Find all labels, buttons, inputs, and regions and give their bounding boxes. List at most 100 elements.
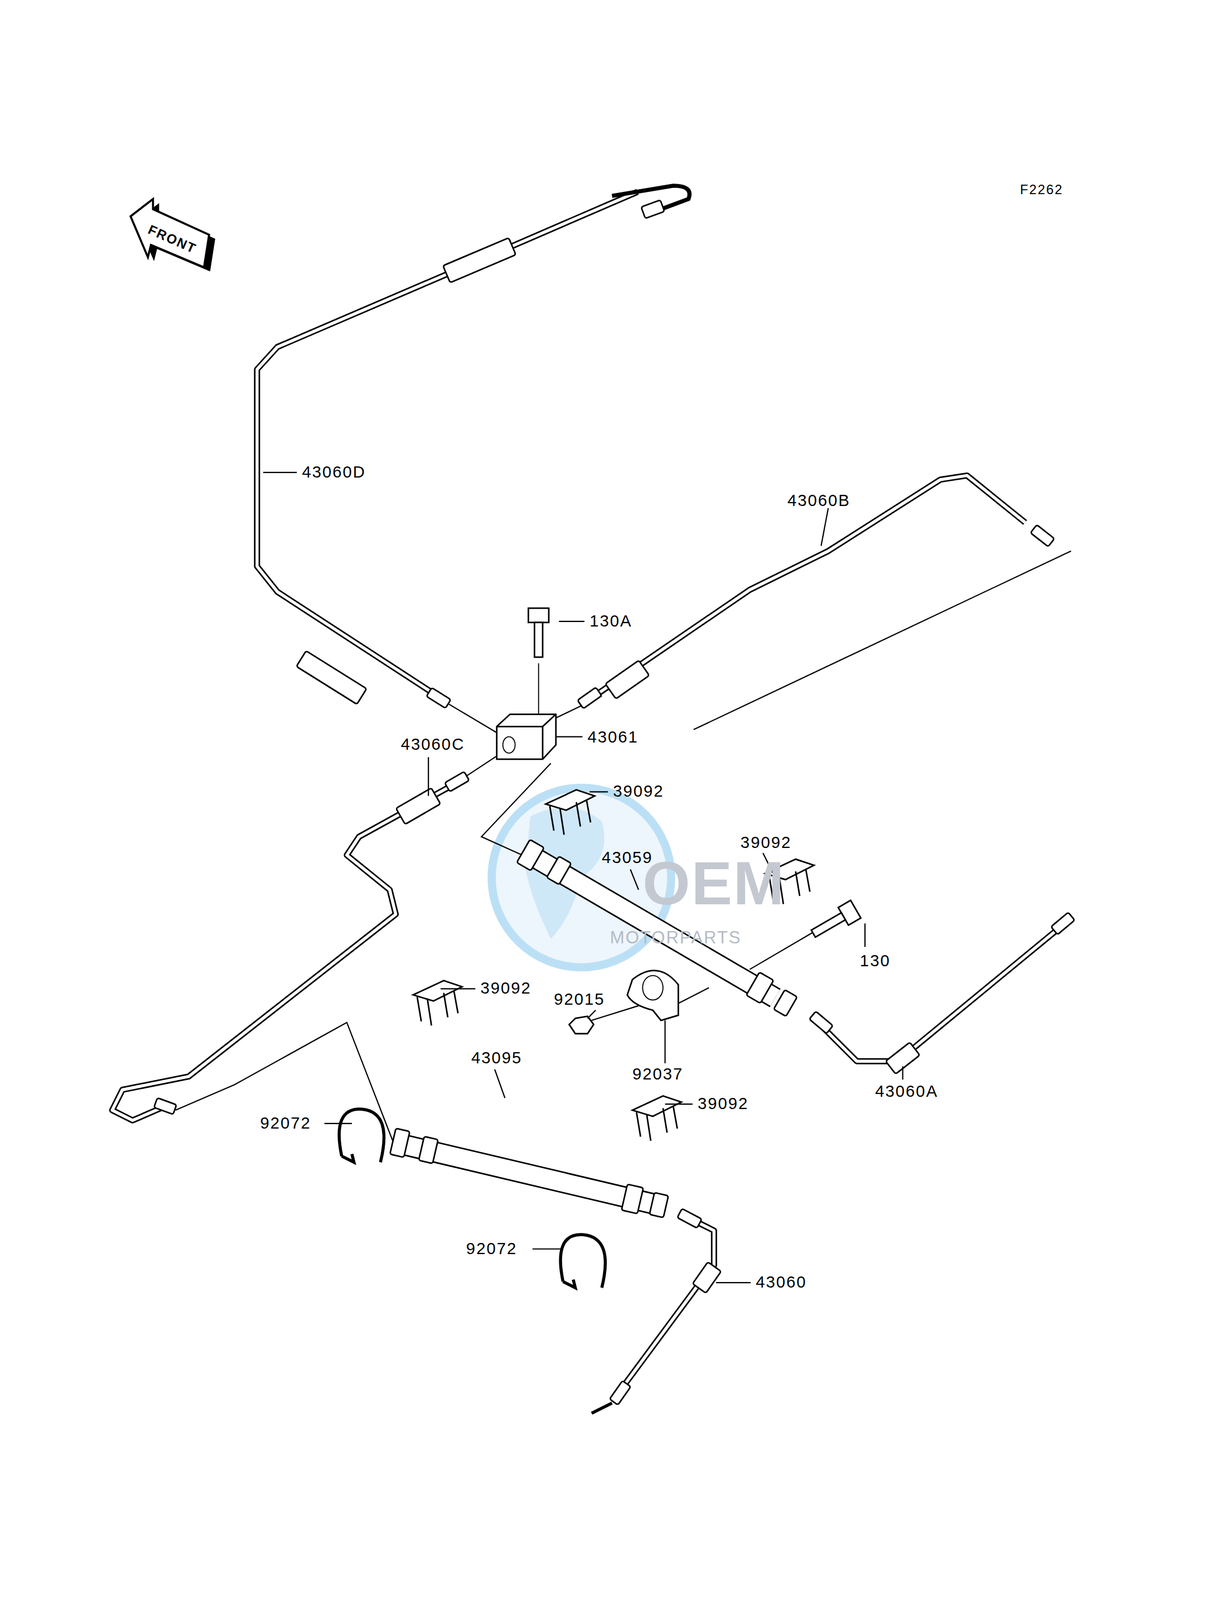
leader-line <box>716 1281 751 1283</box>
callout-number: 43060C <box>400 736 465 753</box>
front-arrow <box>130 199 210 268</box>
callout-number: 43060B <box>787 492 851 509</box>
watermark: OEM <box>642 852 786 915</box>
leader-line <box>324 1122 352 1124</box>
leader-line <box>902 1065 904 1080</box>
brake-pipe-fill <box>591 475 1026 698</box>
callout-number: 43061 <box>587 729 639 746</box>
callout-number: 39092 <box>697 1095 749 1112</box>
bolt <box>808 900 861 943</box>
brake-pipe-outline <box>622 1215 715 1387</box>
leader-line <box>427 756 429 796</box>
leader-line <box>587 1009 597 1019</box>
pipe-fitting <box>809 1011 834 1034</box>
callout-number: 43060 <box>755 1273 807 1290</box>
assembly-line <box>481 762 551 855</box>
brake-pipe <box>591 475 1026 698</box>
leader-line <box>440 987 476 989</box>
callout-number: 92072 <box>259 1114 311 1131</box>
figure-number: F2262 <box>1020 182 1063 197</box>
brake-pipe-outline <box>257 191 638 703</box>
retaining-clip <box>413 980 463 1026</box>
callout-number: 130 <box>859 952 891 969</box>
pipe-fitting <box>609 1380 631 1405</box>
brake-pipe-outline <box>591 475 1026 698</box>
hose-clamp <box>627 970 679 1021</box>
leader-line <box>263 471 297 473</box>
pipe-fitting <box>677 1207 702 1228</box>
brake-pipe-outline <box>112 781 459 1120</box>
assembly-line <box>693 550 1072 730</box>
hose-fitting <box>649 1192 669 1218</box>
callout-number: 92072 <box>466 1240 517 1257</box>
brake-pipe <box>257 191 638 703</box>
clip-body <box>632 1095 682 1140</box>
callout-number: 43060D <box>301 463 366 481</box>
leader-line <box>664 1020 666 1063</box>
direction-label: FRONT <box>146 222 199 256</box>
bolt <box>528 607 549 657</box>
clamp-hole <box>642 975 664 1000</box>
brake-pipe <box>815 917 1071 1061</box>
assembly-line <box>175 1022 394 1141</box>
clip-body <box>413 980 463 1026</box>
pipe-fitting <box>426 687 452 709</box>
pipe-sleeve <box>442 237 516 283</box>
hose-fitting <box>773 989 797 1017</box>
pipe-sleeve <box>395 787 441 824</box>
watermark: MOTORPARTS <box>610 928 742 946</box>
hose-fitting <box>746 972 774 1004</box>
pipe-sleeve <box>605 660 650 699</box>
hose-fitting <box>621 1183 644 1214</box>
globe-land <box>525 806 605 939</box>
assembly-line <box>448 703 497 733</box>
hose-fitting <box>516 839 545 871</box>
hose-clamp <box>339 1108 384 1162</box>
axis-line <box>538 663 540 714</box>
brake-pipe <box>622 1215 715 1387</box>
callout-number: 39092 <box>612 783 664 800</box>
callout-number: 92015 <box>553 991 605 1008</box>
pipe-sleeve <box>296 650 367 705</box>
junction-block <box>496 713 557 759</box>
pipe-fitting <box>1051 911 1076 935</box>
brake-pipe-fill <box>257 191 638 703</box>
clip-body <box>545 789 596 835</box>
leader-line <box>532 1248 562 1250</box>
hose-clamp <box>560 1234 606 1288</box>
bolt-head <box>528 607 549 623</box>
leader-line <box>665 1103 693 1105</box>
leader-line <box>820 508 829 546</box>
callout-number: 39092 <box>480 980 531 997</box>
pipe-fitting <box>444 771 470 792</box>
bolt-shank <box>534 622 543 657</box>
pipe-end <box>591 1402 613 1413</box>
nut <box>569 1016 594 1034</box>
callout-number: 130A <box>589 612 632 630</box>
bolt-shank <box>811 912 846 937</box>
callout-number: 43095 <box>471 1049 522 1066</box>
retaining-clip <box>632 1095 682 1140</box>
hose-fitting <box>389 1128 410 1158</box>
leader-line <box>630 868 639 890</box>
hose-fitting <box>546 856 572 885</box>
pipe-fitting <box>1030 524 1055 547</box>
retaining-clip <box>545 789 596 835</box>
block-hole <box>503 736 516 753</box>
leader-line <box>494 1069 505 1098</box>
leader-line <box>864 922 866 947</box>
brake-pipe-outline <box>815 917 1071 1061</box>
pipe-fitting <box>641 199 665 219</box>
brake-pipe-fill <box>622 1215 715 1387</box>
callout-number: 39092 <box>740 834 792 851</box>
brake-pipe-fill <box>112 781 459 1120</box>
pipe-fitting <box>577 687 602 709</box>
leader-line <box>556 736 583 738</box>
brake-pipe <box>112 781 459 1120</box>
leader-line <box>558 620 585 622</box>
pipe-sleeve <box>692 1261 722 1293</box>
hose-fitting <box>418 1136 439 1164</box>
brake-pipe-fill <box>815 917 1071 1061</box>
leader-line <box>589 790 608 792</box>
